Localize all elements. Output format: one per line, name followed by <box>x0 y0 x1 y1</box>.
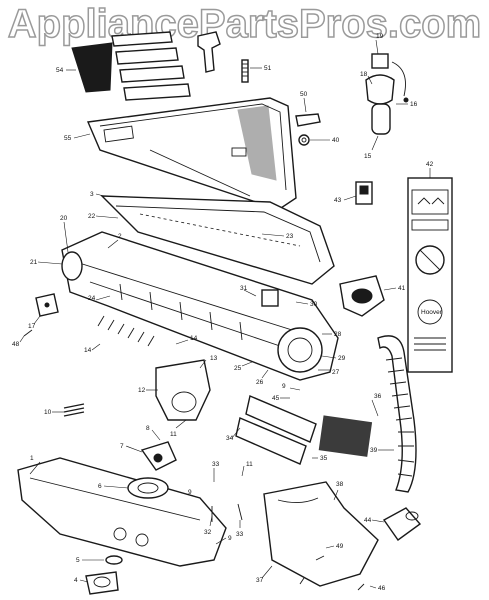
label-46: 46 <box>378 585 386 592</box>
part-plate[interactable] <box>35 293 59 317</box>
label-13: 13 <box>210 355 218 362</box>
part-switch[interactable] <box>355 181 373 205</box>
label-43: 43 <box>334 197 342 204</box>
callout-labels: 1 2 3 4 5 6 7 8 9 9 9 10 11 11 12 13 14 … <box>12 33 434 592</box>
label-36: 36 <box>374 393 382 400</box>
label-50: 50 <box>300 91 308 98</box>
label-20: 20 <box>60 215 68 222</box>
part-bottom-housing[interactable] <box>17 457 227 567</box>
label-23: 23 <box>286 233 294 240</box>
label-25: 25 <box>234 365 242 372</box>
label-14a: 14 <box>84 347 92 354</box>
label-24: 24 <box>88 295 96 302</box>
label-29: 29 <box>338 355 346 362</box>
label-17: 17 <box>28 323 36 330</box>
part-main-body[interactable] <box>61 231 339 381</box>
label-5: 5 <box>76 557 80 564</box>
label-45: 45 <box>272 395 280 402</box>
label-51: 51 <box>264 65 272 72</box>
part-clip[interactable] <box>295 113 321 146</box>
label-55: 55 <box>64 135 72 142</box>
label-16: 16 <box>410 101 418 108</box>
part-misc-screws[interactable] <box>211 503 365 591</box>
part-end-cap[interactable] <box>263 481 379 587</box>
label-42: 42 <box>426 161 434 168</box>
label-37: 37 <box>256 577 264 584</box>
label-9c: 9 <box>282 383 286 390</box>
label-4: 4 <box>74 577 78 584</box>
part-bracket[interactable] <box>197 31 249 83</box>
label-14b: 14 <box>190 335 198 342</box>
part-knobs[interactable] <box>85 555 123 595</box>
label-39: 39 <box>370 447 378 454</box>
panel-brand-text: Hoover <box>421 309 443 316</box>
label-33a: 33 <box>212 461 220 468</box>
part-wheel-bracket[interactable] <box>140 441 177 471</box>
label-41: 41 <box>398 285 406 292</box>
label-18: 18 <box>360 71 368 78</box>
label-26: 26 <box>256 379 264 386</box>
label-2: 2 <box>118 233 122 240</box>
label-49: 49 <box>336 543 344 550</box>
part-nozzle-housing[interactable] <box>155 359 211 421</box>
label-44: 44 <box>364 517 372 524</box>
label-54: 54 <box>56 67 64 74</box>
label-28: 28 <box>334 331 342 338</box>
part-filter-strips[interactable] <box>71 31 191 101</box>
part-decal-panel[interactable]: Hoover <box>407 177 453 373</box>
label-9a: 9 <box>188 489 192 496</box>
label-40: 40 <box>332 137 340 144</box>
label-15: 15 <box>364 153 372 160</box>
part-screw-set[interactable] <box>23 315 155 347</box>
label-1: 1 <box>30 455 34 462</box>
label-11: 11 <box>170 431 177 438</box>
part-filter-set[interactable] <box>235 395 373 465</box>
part-rods[interactable] <box>63 403 85 417</box>
label-7: 7 <box>120 443 124 450</box>
label-22: 22 <box>88 213 96 220</box>
part-light-socket[interactable] <box>365 53 409 135</box>
part-bag-cover[interactable] <box>100 195 335 285</box>
part-upper-housing[interactable] <box>86 97 297 211</box>
label-48: 48 <box>12 341 20 348</box>
label-27: 27 <box>332 369 340 376</box>
label-6: 6 <box>98 483 102 490</box>
label-10: 10 <box>44 409 52 416</box>
label-9b: 9 <box>228 535 232 542</box>
part-motor-assembly[interactable] <box>261 289 323 373</box>
label-19: 19 <box>376 33 384 40</box>
label-11b: 11 <box>246 461 253 468</box>
label-35: 35 <box>320 455 328 462</box>
label-33b: 33 <box>236 531 244 538</box>
label-32: 32 <box>204 529 212 536</box>
label-38: 38 <box>336 481 344 488</box>
label-3: 3 <box>90 191 94 198</box>
label-31: 31 <box>240 285 248 292</box>
label-30: 30 <box>310 301 318 308</box>
part-fan-housing[interactable] <box>339 275 385 317</box>
part-hose-coupling[interactable] <box>382 507 422 541</box>
label-8: 8 <box>146 425 150 432</box>
watermark: AppliancePartsPros.com <box>7 1 482 47</box>
label-12: 12 <box>138 387 146 394</box>
label-34: 34 <box>226 435 234 442</box>
label-21: 21 <box>30 259 38 266</box>
part-hose[interactable] <box>377 335 417 493</box>
